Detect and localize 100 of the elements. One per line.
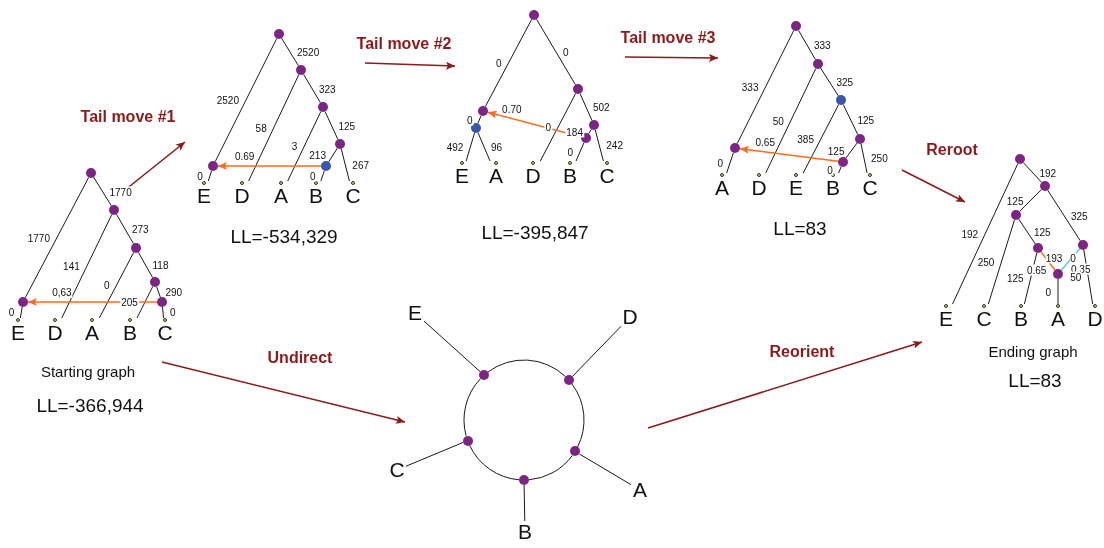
branch-length: 0 — [716, 157, 725, 169]
taxon-label: B — [825, 177, 841, 199]
branch-line — [340, 148, 350, 182]
reticulation-arrow — [217, 162, 322, 170]
branch-line — [116, 213, 134, 245]
taxon-label: D — [233, 185, 251, 207]
node-dot — [18, 297, 28, 307]
branch-line — [820, 67, 839, 97]
node-dot — [589, 120, 599, 130]
ring-arc — [463, 378, 481, 437]
log-likelihood: LL=83 — [773, 218, 827, 240]
branch-line — [845, 142, 858, 159]
branch-length: 50 — [771, 115, 785, 127]
branch-line — [523, 484, 526, 522]
branch-line — [539, 92, 577, 162]
branch-line — [484, 18, 533, 108]
node-dot — [335, 139, 345, 149]
node-dot — [478, 106, 488, 116]
branch-line — [798, 29, 816, 61]
step-label: Tail move #3 — [620, 29, 716, 47]
node-dot — [1040, 181, 1050, 191]
branch-length: 192 — [960, 228, 980, 240]
branch-line — [207, 170, 212, 182]
branch-line — [19, 306, 23, 319]
branch-length: 0 — [196, 170, 204, 182]
node-dot — [462, 435, 473, 446]
branch-line — [156, 286, 161, 298]
log-likelihood: LL=-534,329 — [230, 226, 338, 248]
taxon-label: D — [524, 165, 542, 187]
branch-line — [477, 115, 482, 124]
branch-line — [838, 166, 842, 174]
branch-line — [987, 219, 1015, 305]
node-dot — [157, 297, 167, 307]
branch-length: 213 — [308, 149, 327, 161]
branch-length: 3 — [290, 140, 299, 152]
branch-length: 0 — [544, 121, 552, 133]
taxon-label: C — [388, 459, 406, 481]
branch-length: 141 — [62, 260, 81, 272]
taxon-label: A — [488, 165, 504, 187]
node-dot — [529, 10, 539, 20]
branch-line — [477, 132, 491, 162]
branch-length: 1770 — [26, 232, 51, 243]
branch-line — [1019, 189, 1042, 212]
node-dot — [519, 475, 529, 485]
node-dot — [1078, 240, 1088, 250]
branch-line — [465, 132, 476, 162]
taxon-label: D — [46, 322, 64, 344]
branch-length: 58 — [254, 122, 268, 134]
branch-line — [1057, 278, 1059, 305]
branch-line — [1018, 218, 1036, 245]
taxon-label: E — [454, 165, 470, 187]
log-likelihood: LL=-366,944 — [36, 395, 144, 417]
branch-line — [324, 111, 339, 140]
branch-line — [405, 441, 464, 467]
branch-length: 0 — [1044, 286, 1052, 297]
branch-length: 125 — [1005, 195, 1025, 206]
taxon-label: D — [750, 177, 768, 199]
node-dot — [573, 84, 583, 94]
branch-line — [98, 251, 135, 319]
branch-length: 0 — [826, 164, 834, 176]
branch-line — [1022, 162, 1043, 183]
branch-length: 492 — [445, 141, 465, 153]
taxon-label: B — [562, 165, 578, 187]
branch-line — [320, 170, 325, 182]
taxon-label: D — [621, 306, 639, 328]
branch-line — [588, 128, 592, 135]
branch-line — [136, 285, 154, 319]
branch-line — [24, 176, 90, 299]
node-dot — [86, 168, 96, 178]
branch-length: 125 — [856, 114, 876, 125]
taxon-label: B — [308, 185, 324, 207]
node-dot — [150, 277, 160, 287]
branch-length: 0 — [562, 46, 570, 58]
node-dot — [838, 157, 848, 167]
taxon-label: E — [196, 185, 212, 207]
inheritance-probability: 0.65 — [1025, 264, 1048, 276]
node-dot — [836, 95, 846, 105]
inheritance-probability: 0.69 — [233, 151, 256, 162]
node-dot — [296, 65, 306, 75]
reticulation-arrow — [739, 145, 839, 163]
branch-length: 125 — [826, 145, 846, 156]
branch-length: 0 — [566, 146, 575, 158]
branch-line — [214, 37, 278, 163]
step-label: Tail move #1 — [80, 108, 176, 126]
node-dot — [1015, 154, 1025, 164]
inheritance-probability: 0.70 — [501, 103, 523, 115]
branch-length: 184 — [565, 126, 584, 137]
branch-line — [248, 74, 300, 182]
ring-arc — [528, 455, 573, 481]
node-dot — [321, 161, 331, 171]
ring-arc — [487, 359, 566, 378]
branch-line — [287, 111, 322, 182]
node-dot — [109, 205, 119, 215]
taxon-label: A — [1050, 308, 1066, 330]
branch-length: 2520 — [215, 94, 240, 106]
step-label: Reorient — [769, 343, 835, 361]
ring-arc — [469, 444, 520, 481]
branch-length: 125 — [1005, 272, 1025, 284]
branch-length: 502 — [592, 101, 611, 113]
taxon-label: D — [1086, 308, 1104, 330]
